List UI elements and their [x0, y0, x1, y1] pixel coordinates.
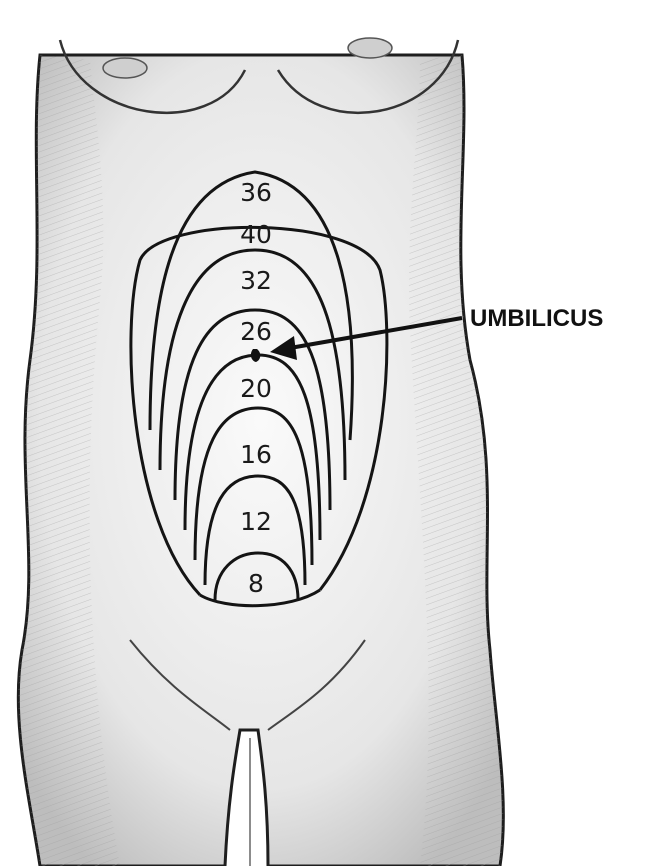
week-label-26: 26 — [240, 317, 272, 346]
week-label-16: 16 — [240, 440, 272, 469]
week-label-12: 12 — [240, 507, 272, 536]
week-labels: 36 40 32 26 20 16 12 8 — [240, 178, 272, 598]
umbilicus-label: UMBILICUS — [470, 305, 603, 332]
week-label-20: 20 — [240, 374, 272, 403]
week-label-32: 32 — [240, 266, 272, 295]
week-label-8: 8 — [248, 569, 264, 598]
week-label-36: 36 — [240, 178, 272, 207]
week-label-40: 40 — [240, 220, 272, 249]
